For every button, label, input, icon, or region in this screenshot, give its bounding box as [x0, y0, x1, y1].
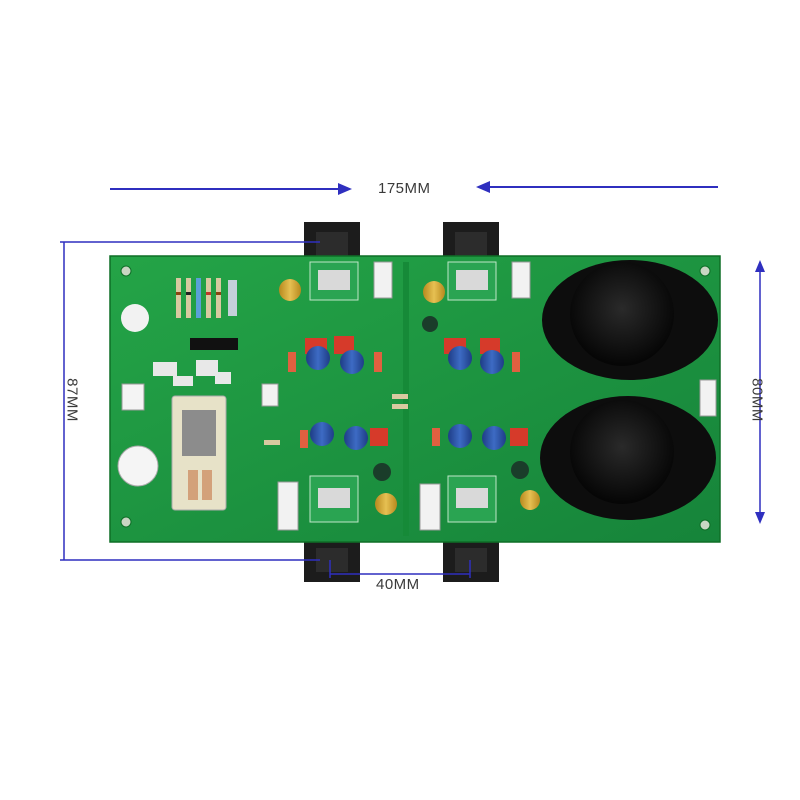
dimension-line-left — [60, 241, 320, 561]
left-capacitors — [153, 360, 231, 386]
power-connector — [699, 379, 717, 417]
ic-chip — [190, 338, 238, 350]
filter-capacitor-top — [542, 260, 718, 380]
dimension-width-label: 175MM — [378, 180, 431, 197]
dimension-line-bottom — [329, 560, 471, 578]
dimension-heatsink-spacing-label: 40MM — [376, 576, 420, 593]
dimension-arrow-right — [755, 260, 765, 524]
dimension-height-left-label: 87MM — [63, 378, 81, 422]
resistor-row — [176, 278, 237, 318]
left-channel — [261, 261, 397, 531]
qc-pass-sticker — [117, 445, 159, 487]
board-logo — [121, 304, 149, 332]
middle-resistors — [264, 394, 408, 445]
right-channel — [419, 261, 540, 531]
filter-capacitor-bottom — [540, 396, 716, 520]
heatsink-bottom-right — [443, 540, 499, 582]
relay — [171, 395, 227, 511]
dimension-height-right-label: 80MM — [748, 378, 766, 422]
output-connector — [121, 383, 145, 411]
dimension-arrow-top — [110, 181, 718, 195]
heatsink-bottom-left — [304, 540, 360, 582]
